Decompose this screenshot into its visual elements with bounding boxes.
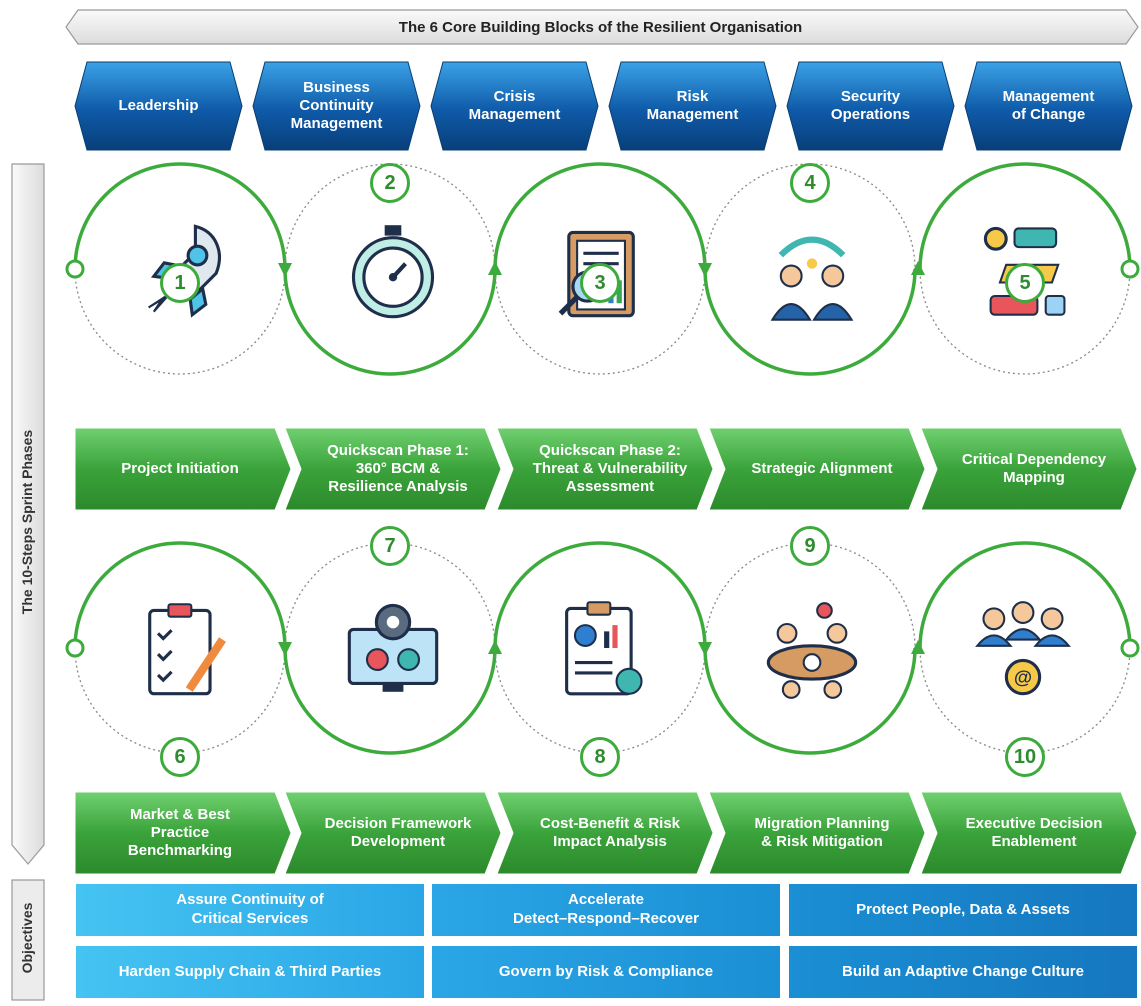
phase-label: Cost-Benefit & Risk Impact Analysis bbox=[539, 815, 681, 850]
team-email-icon: @ bbox=[971, 598, 1075, 702]
flow-arrow bbox=[911, 640, 925, 654]
step-circle-arc bbox=[73, 162, 287, 270]
flow-arrow bbox=[488, 640, 502, 654]
step-circle-arc bbox=[493, 541, 707, 649]
step-circle-arc bbox=[703, 647, 917, 755]
building-blocks-shapes bbox=[74, 61, 1133, 151]
phase-label: Strategic Alignment bbox=[751, 460, 893, 477]
objective-box: Accelerate Detect–Respond–Recover bbox=[432, 884, 780, 936]
building-block-label: Business Continuity Management bbox=[290, 79, 383, 132]
phase-chevron bbox=[920, 791, 1138, 875]
phase-chevron bbox=[496, 791, 714, 875]
phase-chevron bbox=[284, 427, 502, 511]
phase-label: Critical Dependency Mapping bbox=[961, 451, 1107, 486]
meeting-table-icon bbox=[760, 598, 864, 702]
phase-chevron bbox=[708, 427, 926, 511]
flow-arrow bbox=[488, 261, 502, 275]
step-circle-arc bbox=[73, 541, 287, 649]
flow-endpoint bbox=[65, 638, 85, 658]
phase-label: Market & Best Practice Benchmarking bbox=[127, 806, 233, 859]
step-circle-arc bbox=[283, 268, 497, 376]
title-banner bbox=[65, 9, 1139, 45]
step-circle-arc bbox=[918, 162, 1132, 270]
stopwatch-icon bbox=[341, 220, 445, 324]
people-alignment-icon bbox=[760, 224, 864, 328]
step-number-badge: 1 bbox=[160, 263, 200, 303]
phase-label: Migration Planning & Risk Mitigation bbox=[754, 815, 890, 850]
step-number-badge: 8 bbox=[580, 737, 620, 777]
objective-box: Build an Adaptive Change Culture bbox=[789, 946, 1137, 998]
objective-box: Harden Supply Chain & Third Parties bbox=[76, 946, 424, 998]
step-circle-arc bbox=[918, 541, 1132, 649]
step-number-badge: 5 bbox=[1005, 263, 1045, 303]
step-circle-arc bbox=[493, 162, 707, 270]
flow-arrow bbox=[698, 263, 712, 277]
step-circle-arc bbox=[283, 647, 497, 755]
phase-chevron bbox=[708, 791, 926, 875]
building-block-label: Security Operations bbox=[830, 88, 911, 123]
flow-arrow bbox=[911, 261, 925, 275]
flow-endpoint bbox=[1120, 638, 1140, 658]
phase-label: Executive Decision Enablement bbox=[965, 815, 1103, 850]
checklist-pencil-icon bbox=[131, 598, 235, 702]
building-block-label: Risk Management bbox=[646, 88, 739, 123]
building-block-1 bbox=[74, 61, 243, 151]
phase-chevron bbox=[74, 791, 292, 875]
step-number-badge: 10 bbox=[1005, 737, 1045, 777]
building-block-3 bbox=[430, 61, 599, 151]
flow-arrow bbox=[278, 263, 292, 277]
building-block-label: Management of Change bbox=[1002, 88, 1095, 123]
objective-box: Govern by Risk & Compliance bbox=[432, 946, 780, 998]
flow-arrow bbox=[278, 642, 292, 656]
phase-label: Quickscan Phase 1: 360° BCM & Resilience… bbox=[327, 442, 469, 495]
monitor-gear-icon bbox=[341, 593, 445, 697]
flow-arrow bbox=[698, 642, 712, 656]
objective-box: Protect People, Data & Assets bbox=[789, 884, 1137, 936]
step-number-badge: 6 bbox=[160, 737, 200, 777]
building-block-label: Crisis Management bbox=[468, 88, 561, 123]
building-block-label: Leadership bbox=[118, 97, 199, 114]
report-chart-icon bbox=[550, 596, 654, 700]
building-block-2 bbox=[252, 61, 421, 151]
step-number-badge: 9 bbox=[790, 526, 830, 566]
objective-box: Assure Continuity of Critical Services bbox=[76, 884, 424, 936]
phase-chevron bbox=[74, 427, 292, 511]
step-number-badge: 3 bbox=[580, 263, 620, 303]
flow-endpoint bbox=[1120, 259, 1140, 279]
phase-label: Quickscan Phase 2: Threat & Vulnerabilit… bbox=[532, 442, 688, 495]
step-circle-arc bbox=[703, 268, 917, 376]
building-block-6 bbox=[964, 61, 1133, 151]
page-title: The 6 Core Building Blocks of the Resili… bbox=[398, 19, 803, 36]
step-number-badge: 2 bbox=[370, 163, 410, 203]
phases-side-arrow bbox=[11, 163, 45, 865]
svg-text:@: @ bbox=[1014, 666, 1032, 687]
flow-endpoint bbox=[65, 259, 85, 279]
phase-chevron bbox=[284, 791, 502, 875]
objectives-side-box bbox=[11, 879, 45, 1001]
phase-label: Project Initiation bbox=[121, 460, 239, 477]
step-number-badge: 4 bbox=[790, 163, 830, 203]
step-number-badge: 7 bbox=[370, 526, 410, 566]
building-block-5 bbox=[786, 61, 955, 151]
building-block-4 bbox=[608, 61, 777, 151]
phase-chevron bbox=[920, 427, 1138, 511]
phase-chevron bbox=[496, 427, 714, 511]
phase-label: Decision Framework Development bbox=[324, 815, 472, 850]
